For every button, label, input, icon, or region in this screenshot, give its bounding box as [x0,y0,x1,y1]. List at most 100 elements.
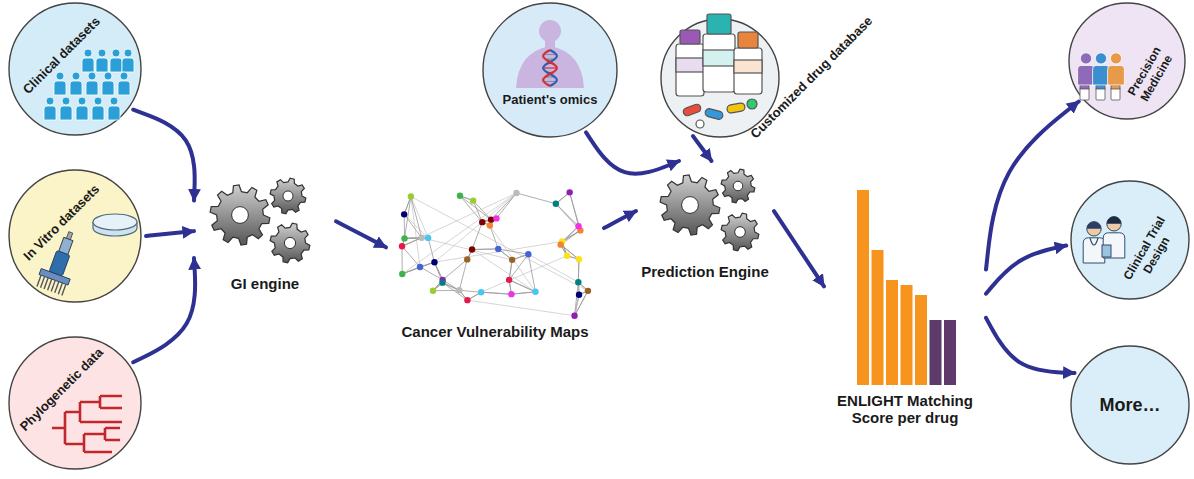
vulnerability-network-part [556,192,570,203]
vulnerability-network-part [509,257,515,263]
vulnerability-network-part [467,292,481,300]
vulnerability-network-part [585,288,591,294]
application-circle: More… [1070,345,1190,465]
vulnerability-network-part [562,230,580,241]
gears-part [210,185,270,245]
people-figures-part [54,72,66,95]
vulnerability-network-part [562,241,567,255]
vulnerability-network-part [487,222,493,228]
vulnerability-network-part [490,218,497,225]
drug-bottles-part [738,32,758,48]
score-bars [857,190,956,385]
flow-arrow [774,211,824,286]
vulnerability-network-part [459,290,467,300]
vulnerability-network-part [575,279,581,285]
vulnerability-network-part [528,254,535,292]
vulnerability-network-part [482,218,496,222]
vulnerability-network-part [564,253,570,259]
patient-figure-part-part [547,72,552,73]
application-circle: Precision Medicine [1068,2,1186,120]
vulnerability-network-part [575,295,580,316]
vulnerability-network-part [490,220,491,226]
node-label: GI engine [198,275,332,292]
gears-part [270,178,306,214]
pipette [35,227,85,296]
vulnerability-network-part [495,246,501,252]
vulnerability-network-part [553,201,559,207]
people-figures-part [70,72,82,95]
pipette-part [39,269,70,285]
vulnerability-network-part [567,256,579,259]
vulnerability-network-part [442,280,443,283]
vulnerability-network-part [472,250,535,292]
vulnerability-network-part [561,245,579,260]
flow-arrow [986,101,1079,269]
people-figures-part [1108,53,1125,85]
circle-shape [9,337,141,469]
dataset-circle: Phylogenetic data [8,336,142,470]
vulnerability-network-part [402,246,403,274]
vulnerability-network-part [561,245,579,260]
vulnerability-network-part [562,241,567,255]
gears-part [283,191,293,201]
vulnerability-network-part [567,256,579,259]
people-figures-part [92,97,104,120]
vulnerability-network-part [490,220,491,226]
vulnerability-network-part [579,291,588,295]
vulnerability-network-part [491,218,496,219]
circle-outline [482,2,618,138]
petri-dish [93,214,137,236]
vulnerability-network-part [467,292,481,300]
circle-shape [1071,181,1189,299]
vulnerability-network-part [460,196,473,201]
people-figures-part-part [1080,53,1091,64]
vulnerability-network-part [456,287,462,293]
vulnerability-network-part [457,192,463,198]
phylo-tree [52,396,122,452]
people-figures-part-part [78,97,86,105]
node-label: ENLIGHT Matching Score per drug [828,392,982,427]
drug-bottles-part [726,102,745,113]
gears-part [284,237,295,248]
vulnerability-network-part [578,282,580,295]
people-figures-part-part [44,106,56,120]
people-figures-part-part [88,72,96,80]
vulnerability-network-part [399,243,405,249]
vulnerability-network-part [402,238,422,247]
vulnerability-network-part [459,259,467,290]
people-figures-part-part [86,81,98,95]
network-box: Cancer Vulnerability Maps [390,180,600,340]
flow-arrow [693,136,712,161]
people-figures-part-part [1087,222,1101,229]
people-figures-part [110,49,122,72]
people-figures-part [1090,238,1098,245]
vulnerability-network-part [464,297,470,303]
score-bars-part [886,280,898,385]
gears-part [735,227,746,238]
vulnerability-network-part [532,289,538,295]
drug-bottles-part [676,58,704,72]
pipette-part-part [37,275,41,286]
circle-shape [9,3,141,135]
patient-figure-part-part [543,67,557,68]
score-bars-part [915,295,927,385]
vulnerability-network-part [509,260,512,280]
gears-part [733,181,743,191]
precision-bottles-part [1080,85,1089,89]
vulnerability-network-part [402,238,422,247]
vulnerability-network-part [575,295,580,316]
vulnerability-network-part [404,214,422,237]
people-figures-part-part [102,81,114,95]
vulnerability-network-part [481,292,511,294]
vulnerability-network-part [557,241,563,247]
vulnerability-network-part [512,254,528,260]
vulnerability-network-part [430,288,436,294]
vulnerability-network-part [405,237,422,239]
vulnerability-network-part [509,280,511,294]
circle-outline [8,2,142,136]
vulnerability-network-part [467,250,472,260]
circle-outline [8,336,142,470]
people-figures-part-part [122,58,134,72]
vulnerability-network-part [561,241,562,244]
